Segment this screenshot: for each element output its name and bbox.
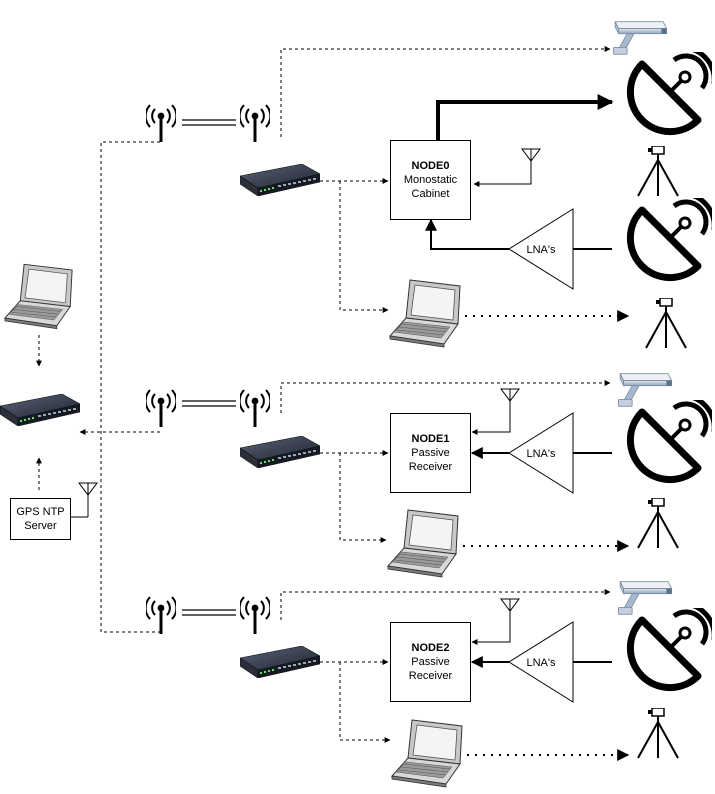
wireless-antenna-icon <box>146 104 176 144</box>
satellite-dish-icon <box>630 194 714 278</box>
wireless-antenna-icon <box>146 596 176 636</box>
wireless-antenna-icon <box>146 389 176 429</box>
gps-antenna-icon <box>78 482 98 512</box>
lna-amplifier <box>508 412 574 494</box>
tripod-icon <box>645 298 687 349</box>
network-switch-icon <box>0 394 80 426</box>
wireless-antenna-icon <box>240 389 270 429</box>
node1-box: NODE1 Passive Receiver <box>390 413 471 493</box>
lna-label: LNA's <box>527 448 556 460</box>
network-switch-icon <box>240 646 320 678</box>
lna-label: LNA's <box>527 244 556 256</box>
wireless-antenna-icon <box>240 596 270 636</box>
node2-box: NODE2 Passive Receiver <box>390 622 471 702</box>
security-camera-icon <box>617 373 673 407</box>
tripod-icon <box>637 708 679 759</box>
node-line2: Receiver <box>408 670 453 682</box>
backbone-trunk <box>100 141 160 633</box>
node-line1: Monostatic <box>403 174 458 186</box>
node-line2: Cabinet <box>411 188 450 200</box>
lna-label: LNA's <box>527 657 556 669</box>
node-title: NODE1 <box>411 433 450 445</box>
node-title: NODE0 <box>411 160 450 172</box>
laptop-icon <box>391 719 463 788</box>
row-node0: LNA's <box>146 21 715 349</box>
row-node1: LNA's <box>146 373 715 578</box>
gps-ntp-server-box: GPS NTP Server <box>10 498 71 540</box>
satellite-dish-icon <box>630 396 714 480</box>
laptop-icon <box>4 263 73 330</box>
lna-amplifier <box>508 621 574 703</box>
row-node2: LNA's <box>146 581 715 788</box>
node-line2: Receiver <box>408 461 453 473</box>
laptop-icon <box>387 509 459 578</box>
node-title: NODE2 <box>411 642 450 654</box>
network-switch-icon <box>240 436 320 468</box>
security-camera-icon <box>612 21 668 55</box>
gps-server-line1: GPS NTP <box>16 506 65 518</box>
node-line1: Passive <box>411 447 450 459</box>
node-line1: Passive <box>411 656 450 668</box>
lna-amplifier <box>508 208 574 290</box>
security-camera-icon <box>617 581 673 615</box>
satellite-dish-icon <box>630 604 714 688</box>
wireless-antenna-icon <box>240 104 270 144</box>
tripod-icon <box>637 498 679 549</box>
laptop-icon <box>389 279 461 348</box>
node0-box: NODE0 Monostatic Cabinet <box>390 140 471 220</box>
tripod-icon <box>637 146 679 197</box>
network-switch-icon <box>240 164 320 196</box>
gps-server-line2: Server <box>24 520 57 532</box>
satellite-dish-icon <box>630 48 714 132</box>
